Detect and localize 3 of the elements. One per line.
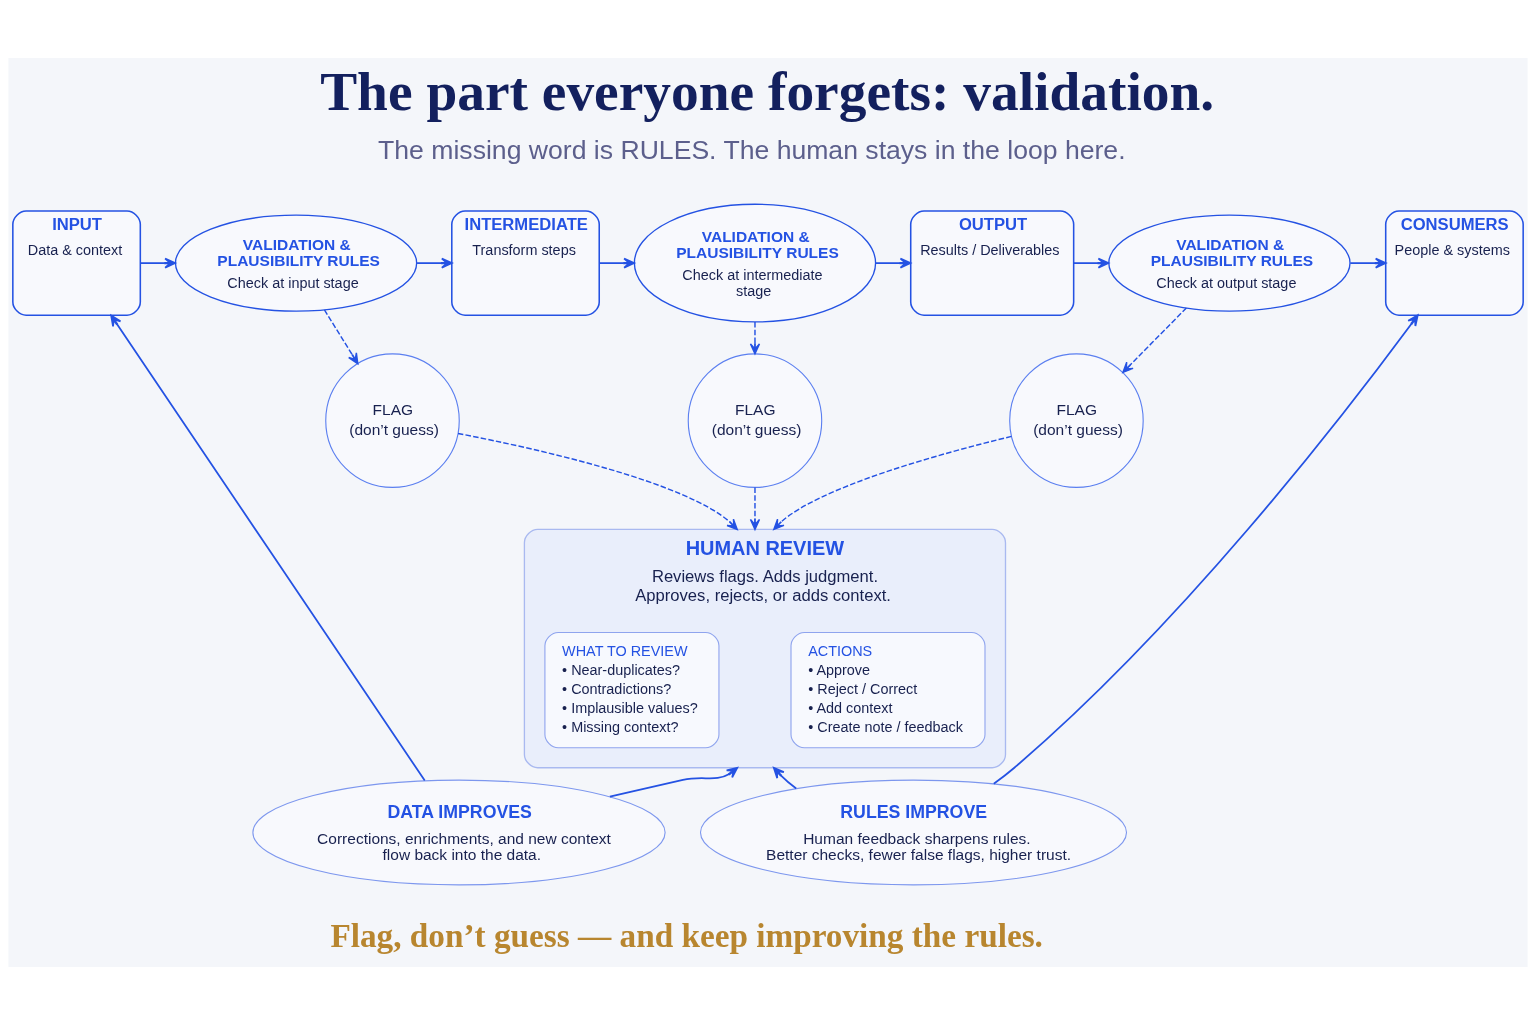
caption: Flag, don’t guess — and keep improving the rules. xyxy=(330,916,1043,954)
label: The missing word is RULES. The human stays in the loop here. xyxy=(378,134,1126,165)
diagram-title: The part everyone forgets: validation. xyxy=(320,60,1215,122)
